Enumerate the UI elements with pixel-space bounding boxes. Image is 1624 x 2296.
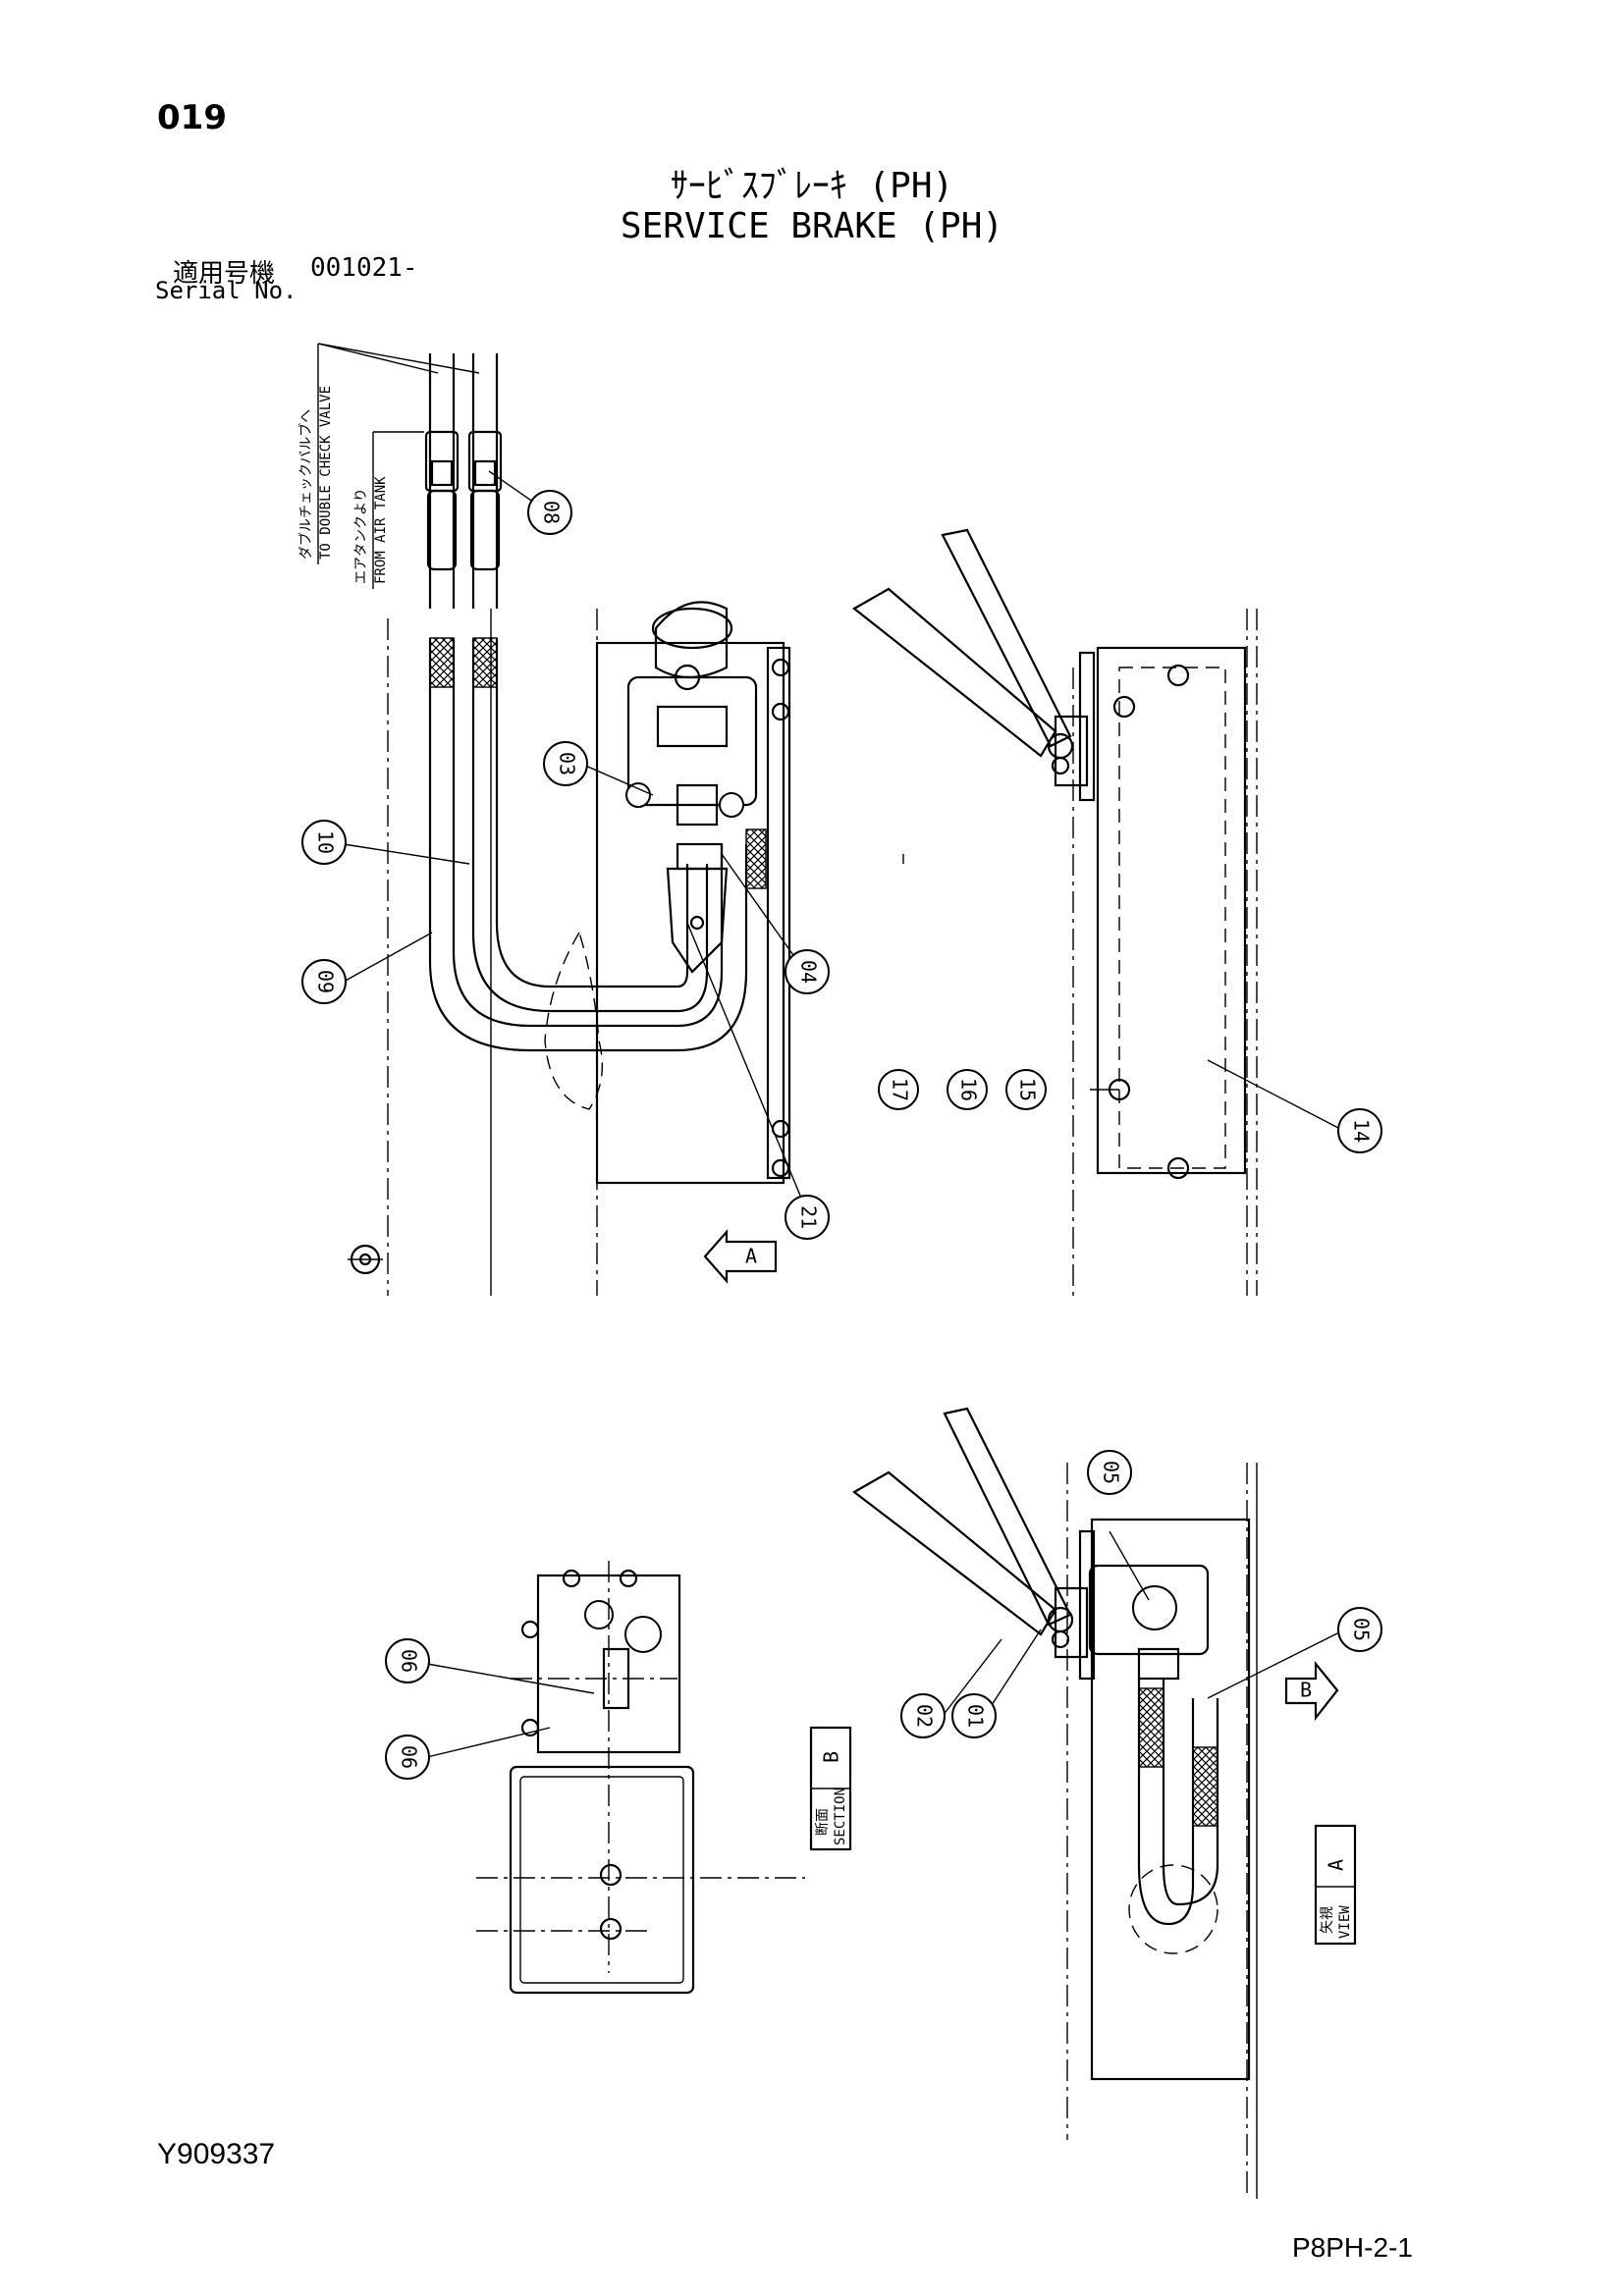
to-double-check-valve-jp: ダブルチェックバルブへ bbox=[298, 409, 314, 560]
part-balloon-04: 04 bbox=[785, 949, 830, 994]
part-balloon-05-upper: 05 bbox=[1087, 1450, 1132, 1495]
part-02-label: 02 bbox=[913, 1704, 937, 1728]
view-label-jp: 矢視 bbox=[1320, 1906, 1335, 1934]
document-id: Y909337 bbox=[157, 2138, 276, 2170]
bottom-right-view: B 矢視 VIEW A bbox=[852, 1407, 1357, 2199]
view-a-label-box: 矢視 VIEW A bbox=[1314, 1824, 1357, 1946]
page-number: 019 bbox=[157, 98, 227, 137]
view-letter: A bbox=[1325, 1859, 1348, 1871]
view-label-en: VIEW bbox=[1337, 1905, 1353, 1939]
part-21-label: 21 bbox=[797, 1205, 821, 1229]
view-arrow-b: B bbox=[1284, 1660, 1339, 1722]
part-16-label: 16 bbox=[957, 1078, 981, 1101]
serial-value: 001021- bbox=[310, 253, 418, 283]
part-04-label: 04 bbox=[797, 960, 821, 984]
top-left-view: ダブルチェックバルブへ TO DOUBLE CHECK VALVE エアタンクよ… bbox=[298, 343, 791, 1296]
part-05a-label: 05 bbox=[1100, 1461, 1123, 1484]
part-15-label: 15 bbox=[1016, 1078, 1040, 1101]
part-09-label: 09 bbox=[314, 970, 338, 993]
part-06b-label: 06 bbox=[398, 1745, 421, 1769]
part-balloons: 08 03 10 09 04 21 17 16 bbox=[301, 470, 1382, 1780]
part-balloon-16: 16 bbox=[947, 1069, 988, 1110]
part-08-label: 08 bbox=[540, 501, 564, 524]
part-14-label: 14 bbox=[1350, 1119, 1374, 1143]
part-balloon-03: 03 bbox=[543, 741, 588, 786]
part-balloon-17: 17 bbox=[878, 1069, 919, 1110]
part-balloon-10: 10 bbox=[301, 820, 347, 865]
section-b-label-box: 断面 SECTION B bbox=[809, 1726, 852, 1851]
part-03-label: 03 bbox=[556, 752, 579, 775]
serial-label-japanese: 適用号機 bbox=[173, 259, 276, 289]
to-double-check-valve-note: ダブルチェックバルブへ TO DOUBLE CHECK VALVE bbox=[298, 343, 480, 564]
top-right-view bbox=[852, 528, 1258, 1296]
part-balloon-14: 14 bbox=[1337, 1108, 1382, 1153]
bottom-left-section: 断面 SECTION B bbox=[476, 1561, 852, 1995]
part-balloon-05-right: 05 bbox=[1337, 1607, 1382, 1652]
part-balloon-02: 02 bbox=[900, 1693, 946, 1738]
section-label-jp: 断面 bbox=[815, 1808, 831, 1836]
part-balloon-06-lower: 06 bbox=[385, 1735, 430, 1780]
title-japanese: ｻｰﾋﾞｽﾌﾞﾚｰｷ (PH) bbox=[670, 166, 954, 206]
to-double-check-valve-en: TO DOUBLE CHECK VALVE bbox=[318, 386, 334, 560]
section-letter: B bbox=[820, 1751, 843, 1763]
section-label-en: SECTION bbox=[833, 1788, 848, 1845]
part-06a-label: 06 bbox=[398, 1649, 421, 1673]
arrow-a-label: A bbox=[745, 1245, 757, 1268]
from-air-tank-jp: エアタンクより bbox=[353, 488, 369, 584]
part-balloon-01: 01 bbox=[951, 1693, 997, 1738]
sheet-id: P8PH-2-1 bbox=[1292, 2232, 1413, 2263]
part-17-label: 17 bbox=[889, 1078, 912, 1101]
from-air-tank-note: エアタンクより FROM AIR TANK bbox=[353, 431, 424, 589]
part-01-label: 01 bbox=[964, 1704, 988, 1728]
part-balloon-21: 21 bbox=[785, 1195, 830, 1240]
part-balloon-15: 15 bbox=[1005, 1069, 1047, 1110]
serial-label-english: Serial No. bbox=[155, 277, 298, 304]
view-arrow-a: A bbox=[703, 1229, 778, 1284]
part-balloon-09: 09 bbox=[301, 959, 347, 1004]
arrow-b-label: B bbox=[1300, 1679, 1312, 1702]
part-balloon-08: 08 bbox=[527, 490, 572, 535]
from-air-tank-en: FROM AIR TANK bbox=[373, 476, 389, 584]
part-10-label: 10 bbox=[314, 830, 338, 854]
part-05b-label: 05 bbox=[1350, 1618, 1374, 1641]
title-english: SERVICE BRAKE (PH) bbox=[620, 206, 1004, 246]
part-balloon-06-upper: 06 bbox=[385, 1638, 430, 1683]
